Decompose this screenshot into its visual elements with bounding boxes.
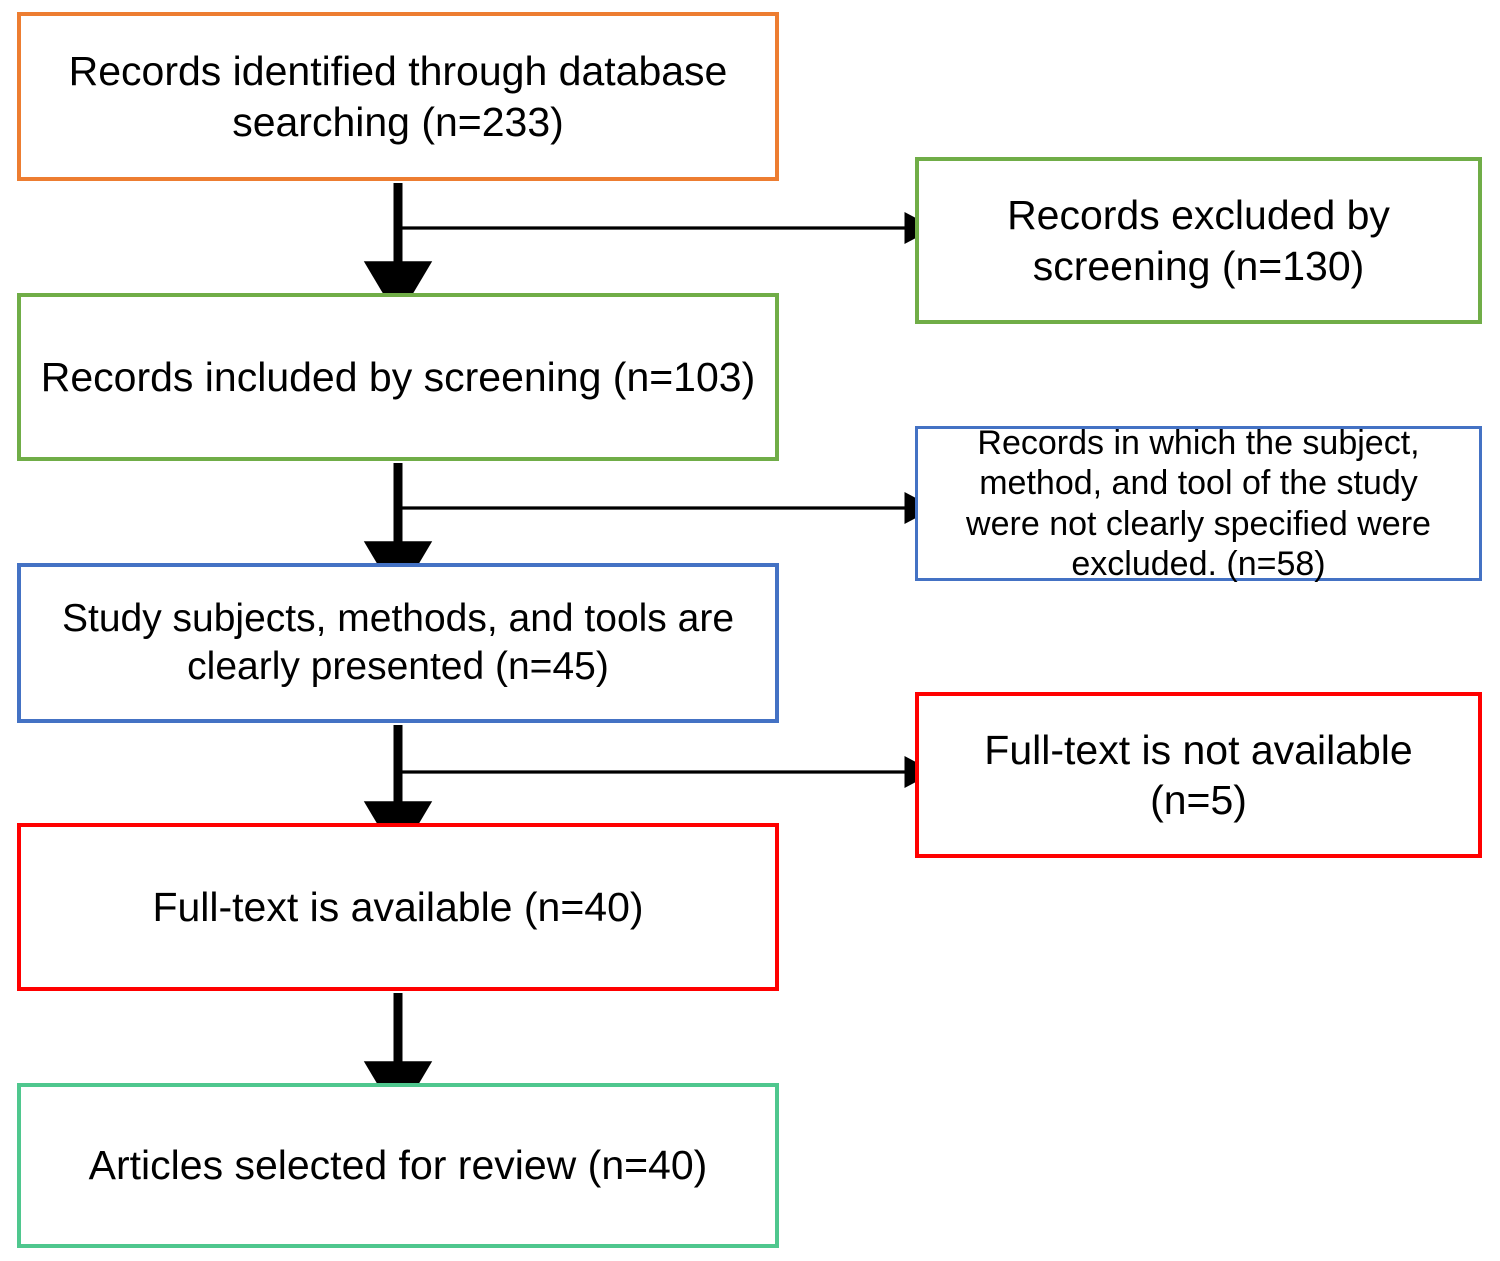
node-records-included-by-screening: Records included by screening (n=103) xyxy=(17,293,779,461)
node-study-clearly-presented-label: Study subjects, methods, and tools are c… xyxy=(61,597,735,688)
node-fulltext-not-available-label: Full-text is not available (n=5) xyxy=(984,726,1413,823)
node-records-excluded-unclear: Records in which the subject, method, an… xyxy=(915,424,1482,583)
node-records-identified: Records identified through database sear… xyxy=(17,12,779,181)
node-records-excluded-by-screening: Records excluded by screening (n=130) xyxy=(915,157,1482,324)
node-study-clearly-presented: Study subjects, methods, and tools are c… xyxy=(17,563,779,723)
node-records-excluded-unclear-label: Records in which the subject, method, an… xyxy=(966,424,1431,583)
node-fulltext-available-label: Full-text is available (n=40) xyxy=(152,883,644,930)
node-articles-selected-for-review: Articles selected for review (n=40) xyxy=(17,1083,779,1248)
node-records-excluded-by-screening-label: Records excluded by screening (n=130) xyxy=(1007,192,1390,289)
node-records-identified-label: Records identified through database sear… xyxy=(68,48,728,145)
node-fulltext-available: Full-text is available (n=40) xyxy=(17,823,779,991)
node-fulltext-not-available: Full-text is not available (n=5) xyxy=(915,692,1482,858)
node-records-included-by-screening-label: Records included by screening (n=103) xyxy=(40,353,756,400)
node-articles-selected-for-review-label: Articles selected for review (n=40) xyxy=(88,1142,708,1189)
